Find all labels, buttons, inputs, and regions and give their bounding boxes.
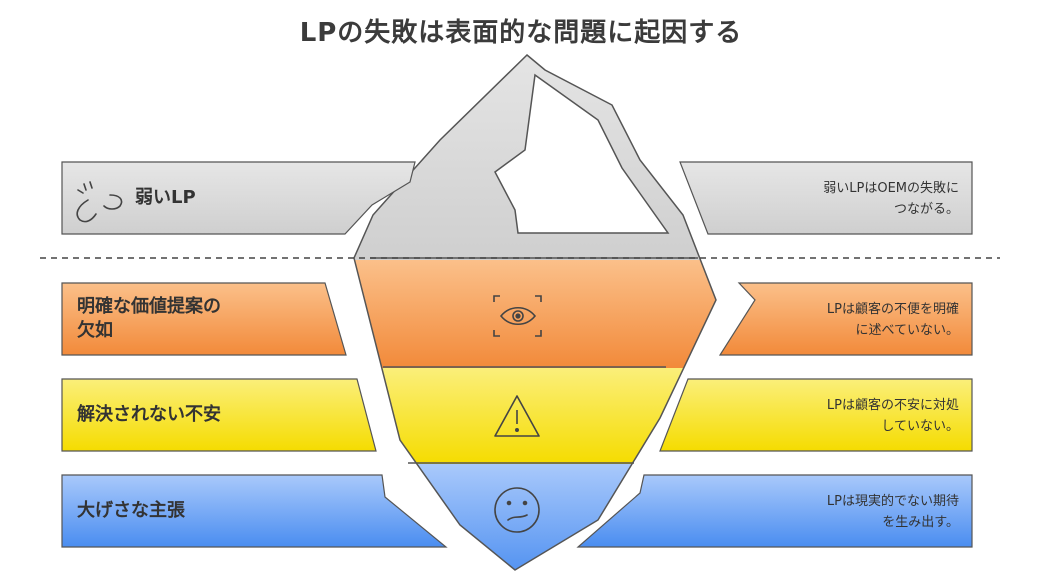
layer-1-description-line-1: 弱いLPはOEMの失敗に [823,181,959,196]
layer-4-description: LPは現実的でない期待 を生み出す。 [739,491,959,533]
layer-2-description-line-1: LPは顧客の不便を明確 [826,302,959,317]
layer-2-description-line-2: に述べていない。 [855,323,959,338]
layer-1-label: 弱いLP [135,187,196,208]
layer-2-label-line-2: 欠如 [77,320,113,341]
diagram-title: LPの失敗は表面的な問題に起因する [299,18,743,48]
iceberg-outline [353,53,717,571]
left-panel-1 [61,161,416,235]
layer-2-label: 明確な価値提案の 欠如 [77,295,221,343]
confused-face-icon [494,487,540,533]
layer-3-label: 解決されない不安 [77,404,221,425]
right-panel-1 [679,161,973,235]
layer-1-description-line-2: つながる。 [893,202,959,217]
right-panel-4 [576,474,973,548]
right-panel-3 [659,378,973,452]
broken-link-icon [76,181,123,223]
layer-4-label: 大げさな主張 [77,500,185,521]
warning-icon [494,395,540,437]
layer-2-description: LPは顧客の不便を明確 に述べていない。 [739,299,959,341]
left-panel-3 [61,378,377,452]
iceberg-orange-band [354,260,716,368]
layer-1-description: 弱いLPはOEMの失敗に つながる。 [739,178,959,220]
layer-3-description-line-2: していない。 [881,419,959,434]
iceberg-snow-cap [494,73,670,234]
layer-2-label-line-1: 明確な価値提案の [77,296,221,317]
right-panel-2 [718,282,973,356]
layer-4-description-line-1: LPは現実的でない期待 [826,494,959,509]
layer-3-description-line-1: LPは顧客の不安に対処 [826,398,959,413]
left-panel-4 [61,474,448,548]
layer-3-description: LPは顧客の不安に対処 していない。 [739,395,959,437]
layer-4-description-line-2: を生み出す。 [882,515,959,530]
left-panel-2 [61,282,347,356]
eye-icon [493,295,542,337]
